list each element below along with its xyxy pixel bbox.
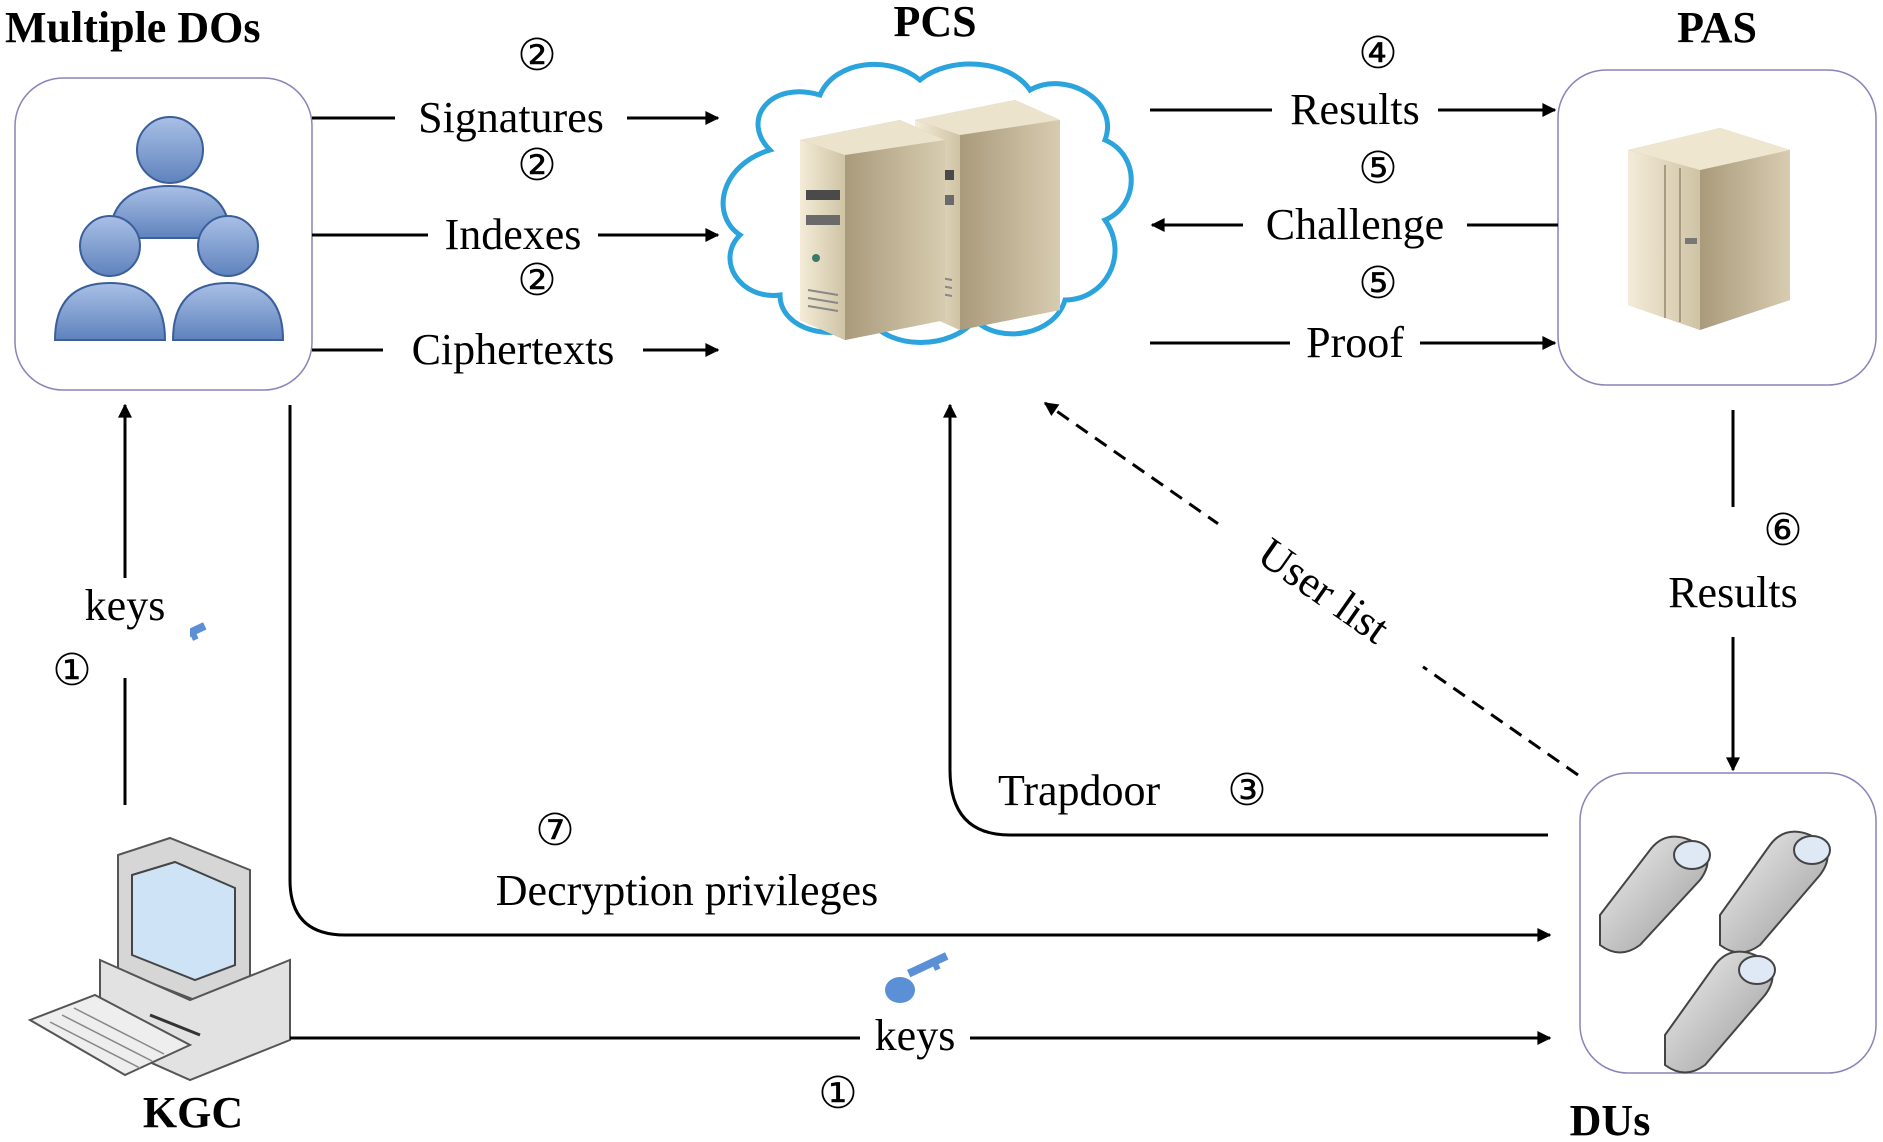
decryption-arrow	[288, 405, 1552, 942]
user-list-label: User list	[1249, 528, 1398, 653]
keys-kgc-dus-label: keys	[875, 1011, 956, 1060]
server-icon	[800, 100, 1060, 340]
trapdoor-arrow	[943, 403, 1548, 837]
ciphertexts-step: ②	[517, 256, 556, 305]
keys-kgc-dos-step: ①	[52, 646, 91, 695]
dus-title: DUs	[1570, 1096, 1651, 1142]
keys-kgc-dus-step: ①	[818, 1069, 857, 1118]
kgc-title: KGC	[143, 1088, 243, 1137]
signatures-step: ②	[517, 31, 556, 80]
results-pas-dus-step: ⑥	[1763, 506, 1802, 555]
dos-title: Multiple DOs	[5, 3, 260, 52]
challenge-label: Challenge	[1266, 200, 1444, 249]
pas-title: PAS	[1677, 3, 1757, 52]
phones-icon	[1599, 830, 1831, 1074]
trapdoor-label: Trapdoor	[998, 766, 1161, 815]
results-pcs-pas-label: Results	[1290, 85, 1420, 134]
pcs-title: PCS	[893, 0, 976, 46]
ciphertexts-label: Ciphertexts	[412, 325, 615, 374]
users-icon	[53, 116, 285, 341]
keys-kgc-dos-label: keys	[85, 581, 166, 630]
results-pcs-pas-step: ④	[1358, 29, 1397, 78]
pas-server-icon	[1628, 128, 1790, 330]
computer-icon	[27, 836, 291, 1082]
proof-step: ⑤	[1358, 259, 1397, 308]
key-icon-dus	[885, 952, 949, 1003]
proof-label: Proof	[1306, 318, 1404, 367]
indexes-label: Indexes	[445, 210, 582, 259]
decryption-label: Decryption privileges	[496, 866, 878, 915]
decryption-step: ⑦	[535, 806, 574, 855]
indexes-step: ②	[517, 141, 556, 190]
results-pas-dus-label: Results	[1668, 568, 1798, 617]
trapdoor-step: ③	[1227, 766, 1266, 815]
challenge-step: ⑤	[1358, 144, 1397, 193]
signatures-label: Signatures	[418, 93, 604, 142]
